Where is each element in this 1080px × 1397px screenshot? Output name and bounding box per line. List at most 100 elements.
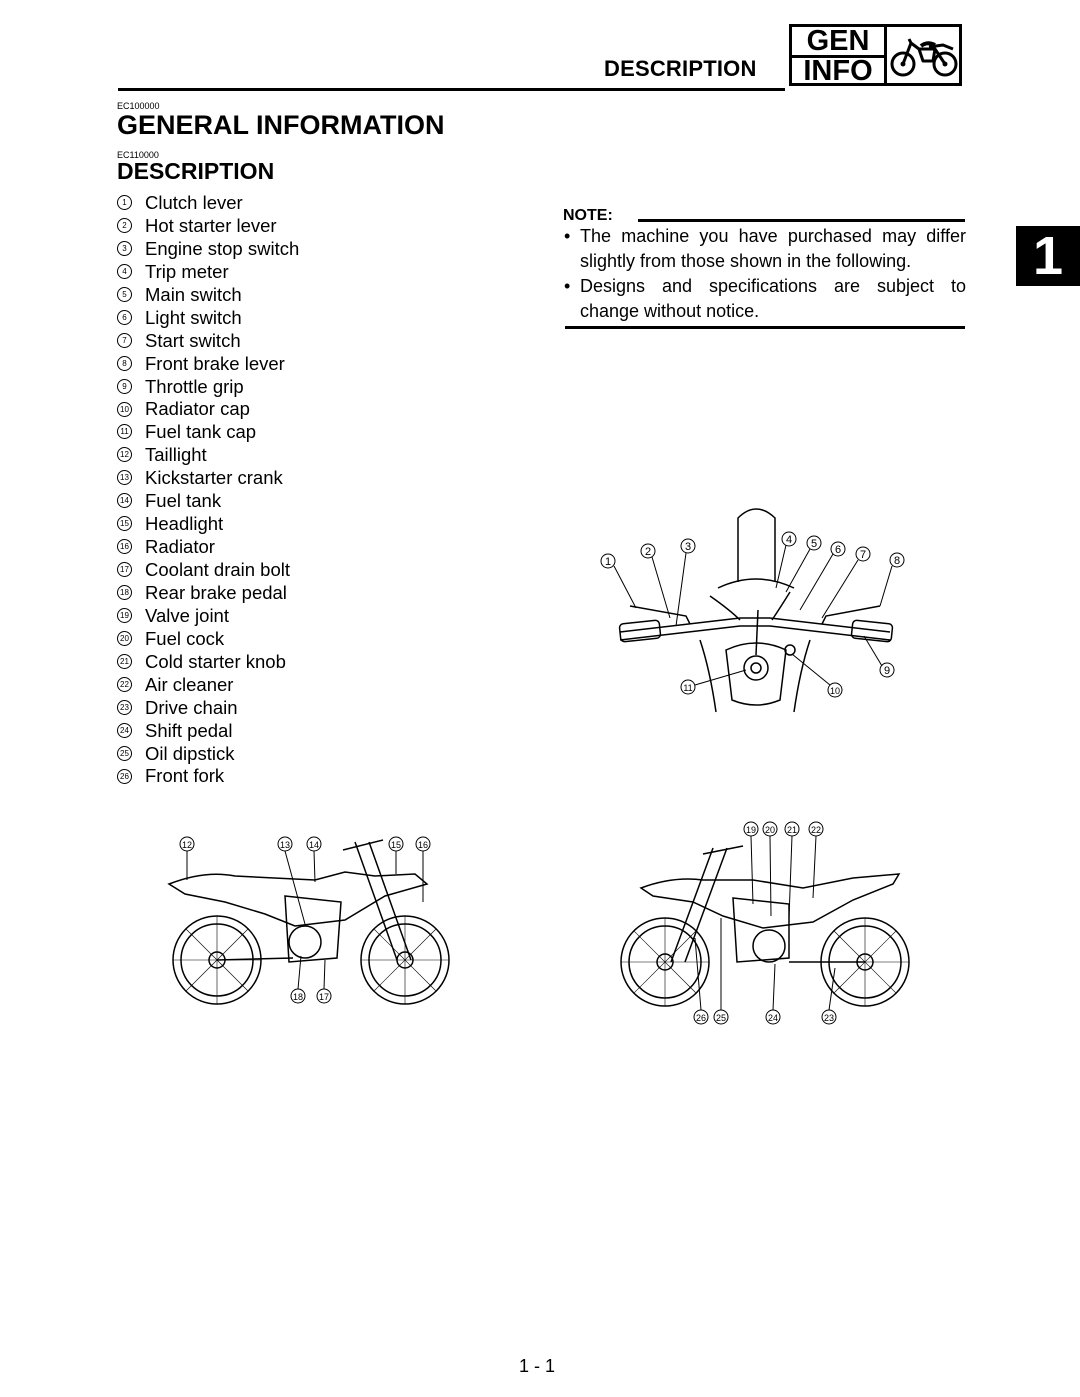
- svg-text:15: 15: [391, 840, 401, 850]
- chapter-code: EC100000: [117, 101, 160, 111]
- svg-text:10: 10: [830, 686, 840, 696]
- note-item: • The machine you have purchased may dif…: [564, 224, 966, 274]
- part-number: 24: [117, 722, 132, 738]
- chapter-tab: 1: [1016, 226, 1080, 286]
- callout: 19: [743, 821, 759, 837]
- callout: 24: [765, 1009, 781, 1025]
- part-label: Radiator cap: [145, 398, 250, 420]
- part-label: Fuel tank cap: [145, 421, 257, 443]
- svg-text:12: 12: [182, 840, 192, 850]
- svg-text:5: 5: [811, 538, 817, 550]
- part-item: 6 Light switch: [117, 307, 299, 330]
- part-number: 23: [117, 699, 132, 715]
- callout: 1: [600, 553, 616, 569]
- svg-text:25: 25: [716, 1013, 726, 1023]
- part-label: Rear brake pedal: [145, 581, 287, 603]
- callout: 6: [830, 541, 846, 557]
- svg-text:9: 9: [884, 665, 890, 677]
- bullet: •: [564, 226, 571, 246]
- part-label: Coolant drain bolt: [145, 559, 291, 580]
- part-item: 5 Main switch: [117, 284, 299, 307]
- gen-info-badge: GEN INFO: [789, 24, 962, 86]
- callout: 14: [306, 836, 322, 852]
- part-label: Engine stop switch: [145, 237, 300, 259]
- svg-text:24: 24: [768, 1013, 778, 1023]
- callout: 15: [388, 836, 404, 852]
- svg-text:18: 18: [293, 992, 303, 1002]
- badge-gen-text: GEN: [806, 25, 870, 57]
- part-number: 8: [117, 355, 132, 371]
- part-label: Drive chain: [145, 696, 238, 718]
- svg-text:21: 21: [787, 825, 797, 835]
- part-label: Hot starter lever: [145, 214, 277, 236]
- part-number: 18: [117, 585, 132, 601]
- callout: 4: [781, 531, 797, 547]
- part-label: Oil dipstick: [145, 742, 235, 764]
- svg-text:3: 3: [685, 541, 691, 553]
- svg-text:2: 2: [645, 546, 651, 558]
- motorcycle-icon: [890, 38, 958, 77]
- part-label: Cold starter knob: [145, 650, 286, 672]
- part-label: Fuel cock: [145, 627, 225, 649]
- svg-text:7: 7: [860, 549, 866, 561]
- left-side-view-figure: 12 13 14 15 16 18 17: [167, 836, 450, 1005]
- callout: 10: [827, 682, 843, 698]
- note-item: • Designs and specifications are subject…: [564, 274, 966, 324]
- callout: 12: [179, 836, 195, 852]
- part-number: 14: [117, 493, 132, 509]
- right-side-view-figure: 19 20 21 22 26 25 24 23: [620, 821, 910, 1025]
- chapter-title: GENERAL INFORMATION: [117, 110, 445, 140]
- section-code: EC110000: [117, 150, 159, 160]
- note-text: The machine you have purchased may diffe…: [580, 226, 966, 271]
- part-number: 25: [117, 745, 132, 761]
- part-item: 8 Front brake lever: [117, 353, 299, 376]
- section-title: DESCRIPTION: [117, 158, 275, 184]
- part-number: 22: [117, 676, 132, 692]
- note-text: Designs and specifications are subject t…: [580, 276, 966, 321]
- part-number: 16: [117, 539, 132, 555]
- part-number: 21: [117, 653, 132, 669]
- callout: 22: [808, 821, 824, 837]
- part-label: Valve joint: [145, 604, 229, 626]
- callout: 26: [693, 1009, 709, 1025]
- part-number: 6: [117, 309, 132, 325]
- part-number: 9: [117, 378, 132, 394]
- svg-text:19: 19: [746, 825, 756, 835]
- part-number: 13: [117, 470, 132, 486]
- svg-text:22: 22: [811, 825, 821, 835]
- header-rule: [118, 88, 785, 91]
- part-label: Throttle grip: [145, 375, 244, 397]
- part-item: 20 Fuel cock: [117, 628, 299, 651]
- part-label: Main switch: [145, 283, 242, 305]
- part-label: Front brake lever: [145, 352, 285, 374]
- bullet: •: [564, 276, 571, 296]
- handlebar-figure: 1 2 3 4 5 6 7 8 9 10 11: [600, 508, 905, 713]
- part-item: 9 Throttle grip: [117, 376, 299, 399]
- callout: 5: [806, 535, 822, 551]
- part-number: 11: [117, 424, 132, 440]
- part-label: Light switch: [145, 306, 242, 328]
- part-item: 23 Drive chain: [117, 697, 299, 720]
- callout: 25: [713, 1009, 729, 1025]
- part-number: 20: [117, 630, 132, 646]
- svg-text:20: 20: [765, 825, 775, 835]
- part-number: 5: [117, 286, 132, 302]
- svg-text:11: 11: [683, 683, 692, 693]
- part-number: 26: [117, 768, 132, 784]
- svg-text:23: 23: [824, 1013, 834, 1023]
- part-label: Radiator: [145, 536, 215, 558]
- note-bottom-rule: [565, 326, 965, 329]
- callout: 11: [680, 679, 696, 695]
